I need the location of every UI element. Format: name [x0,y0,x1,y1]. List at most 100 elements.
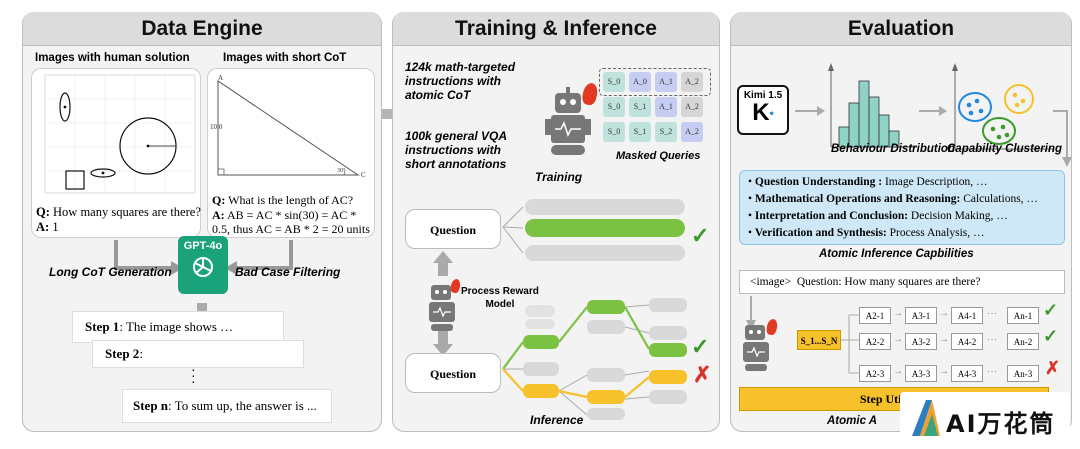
vqa-instructions: 100k general VQA instructions with short… [405,129,507,171]
step-2-box: Step 2: [93,341,303,367]
vqa-line-1: 100k general VQA [405,129,508,143]
q-prefix: Q: [36,205,50,219]
watermark: AI万花筒 [900,392,1070,444]
step-2-label: Step 2 [105,346,140,361]
masked-chip: A_2 [681,97,703,117]
geometry-plot [44,74,196,194]
step-utility-label: Step Utili [859,392,909,406]
step-n-label: Step n [133,398,169,413]
training-question-box: Question [405,209,501,249]
answer-node: An-2 [1007,333,1039,350]
human-question-text: How many squares are there? [53,205,201,219]
eval-robot-icon [743,325,769,371]
cot-question: Q: What is the length of AC? [212,193,353,208]
kimi-k-icon: K• [752,99,774,126]
cot-answer-line2: 0.5, thus AC = AB * 2 = 20 units [212,222,370,236]
human-solution-card: Q: How many squares are there? A: 1 [31,68,201,238]
atomic-item-3-bold: Interpretation and Conclusion: [754,210,909,222]
short-cot-card: A C 10.0 30° Q: What is the length of AC… [207,68,375,238]
openai-icon [193,257,213,277]
training-check-icon: ✓ [691,223,710,248]
panel-title-training: Training & Inference [393,12,719,46]
answer-node: A2-2 [859,333,891,350]
step-ellipsis: ··· [191,361,196,389]
training-paths [502,199,685,261]
prm-line-2: Model [485,299,515,310]
inference-question-box: Question [405,353,501,393]
answer-node: A3-1 [905,307,937,324]
atomic-item-2-bold: Mathematical Operations and Reasoning: [754,193,961,205]
cot-answer: A: AB = AC * sin(30) = AC * 0.5, thus AC… [212,208,370,236]
a-prefix: A: [36,220,50,234]
chain-arrow-icon: → [893,334,903,345]
behaviour-label: Behaviour Distribution [831,143,955,155]
math-line-1: 124k math-targeted [405,60,516,74]
step-n-box: Step n: To sum up, the answer is ... [123,390,331,422]
chain-arrow-icon: → [893,308,903,319]
answer-node: A2-1 [859,307,891,324]
masked-chip: A_1 [655,97,677,117]
atomic-item-1: • Question Understanding : Image Descrip… [748,176,988,188]
data-engine-panel: Data Engine Images with human solution I… [22,12,382,432]
atomic-capabilities-box: • Question Understanding : Image Descrip… [739,170,1065,245]
inference-check-icon: ✓ [691,334,710,359]
masked-chip: S_0 [603,122,625,142]
a-prefix: A: [212,208,225,222]
masked-chip: A_2 [681,72,703,92]
atomic-item-4-bold: Verification and Synthesis: [754,227,887,239]
chain-arrow-icon: → [939,334,949,345]
math-line-3: atomic CoT [405,88,471,102]
math-instructions: 124k math-targeted instructions with ato… [405,60,515,102]
human-answer: A: 1 [36,220,59,235]
answer-node: A4-3 [951,365,983,382]
prm-robot-icon [429,285,455,331]
atomic-a-label: Atomic A [827,415,878,427]
masked-chip: S_2 [655,122,677,142]
inference-label: Inference [530,413,584,427]
robot-icon [545,87,591,155]
gpt-label: GPT-4o [183,240,223,252]
step-2-text: : [139,346,143,361]
human-question: Q: How many squares are there? [36,205,201,220]
prm-arrows [433,251,453,356]
answer-node: An-1 [1007,307,1039,324]
sn-box: S_1...S_N [797,330,841,350]
chain-arrow-icon: → [939,308,949,319]
masked-chip: S_1 [629,97,651,117]
training-label: Training [535,170,583,184]
prm-line-1: Process Reward [461,286,539,297]
watermark-logo-icon [912,400,940,436]
answer-node: A3-2 [905,333,937,350]
kimi-label: Kimi 1.5 [743,90,783,101]
math-line-2: instructions with [405,74,501,88]
panel-title-data-engine: Data Engine [23,12,381,46]
atomic-item-1-bold: Question Understanding : [754,176,883,188]
atomic-item-3-text: Decision Making, … [908,210,1008,222]
long-cot-label: Long CoT Generation [49,265,172,279]
gpt-4o-box: GPT-4o [178,236,228,294]
masked-chip: A_1 [655,72,677,92]
clustering-label: Capability Clustering [947,143,1063,155]
kimi-logo: Kimi 1.5 K• [737,85,789,135]
step-1-box: Step 1: The image shows … [73,312,283,342]
answer-node: A3-3 [905,365,937,382]
fig-label-30: 30° [337,167,346,174]
human-solution-title: Images with human solution [35,52,190,64]
atomic-item-3: • Interpretation and Conclusion: Decisio… [748,210,1008,222]
q-prefix: Q: [212,193,226,207]
chain-arrow-icon: → [893,366,903,377]
fig-label-a: A [218,74,223,82]
image-question-box: <image> Question: How many squares are t… [739,270,1065,294]
human-answer-text: 1 [52,220,59,234]
atomic-item-1-text: Image Description, … [882,176,988,188]
step-1-label: Step 1 [85,319,120,334]
masked-chip: A_2 [681,122,703,142]
inference-cross-icon: ✗ [693,362,712,387]
masked-chip: S_1 [629,122,651,142]
atomic-caption: Atomic Inference Capbilities [819,248,974,260]
cot-question-text: What is the length of AC? [228,193,354,207]
masked-chip: A_0 [629,72,651,92]
answer-node: A2-3 [859,365,891,382]
atomic-item-2: • Mathematical Operations and Reasoning:… [748,193,1038,205]
eval-row-lines [841,314,859,374]
